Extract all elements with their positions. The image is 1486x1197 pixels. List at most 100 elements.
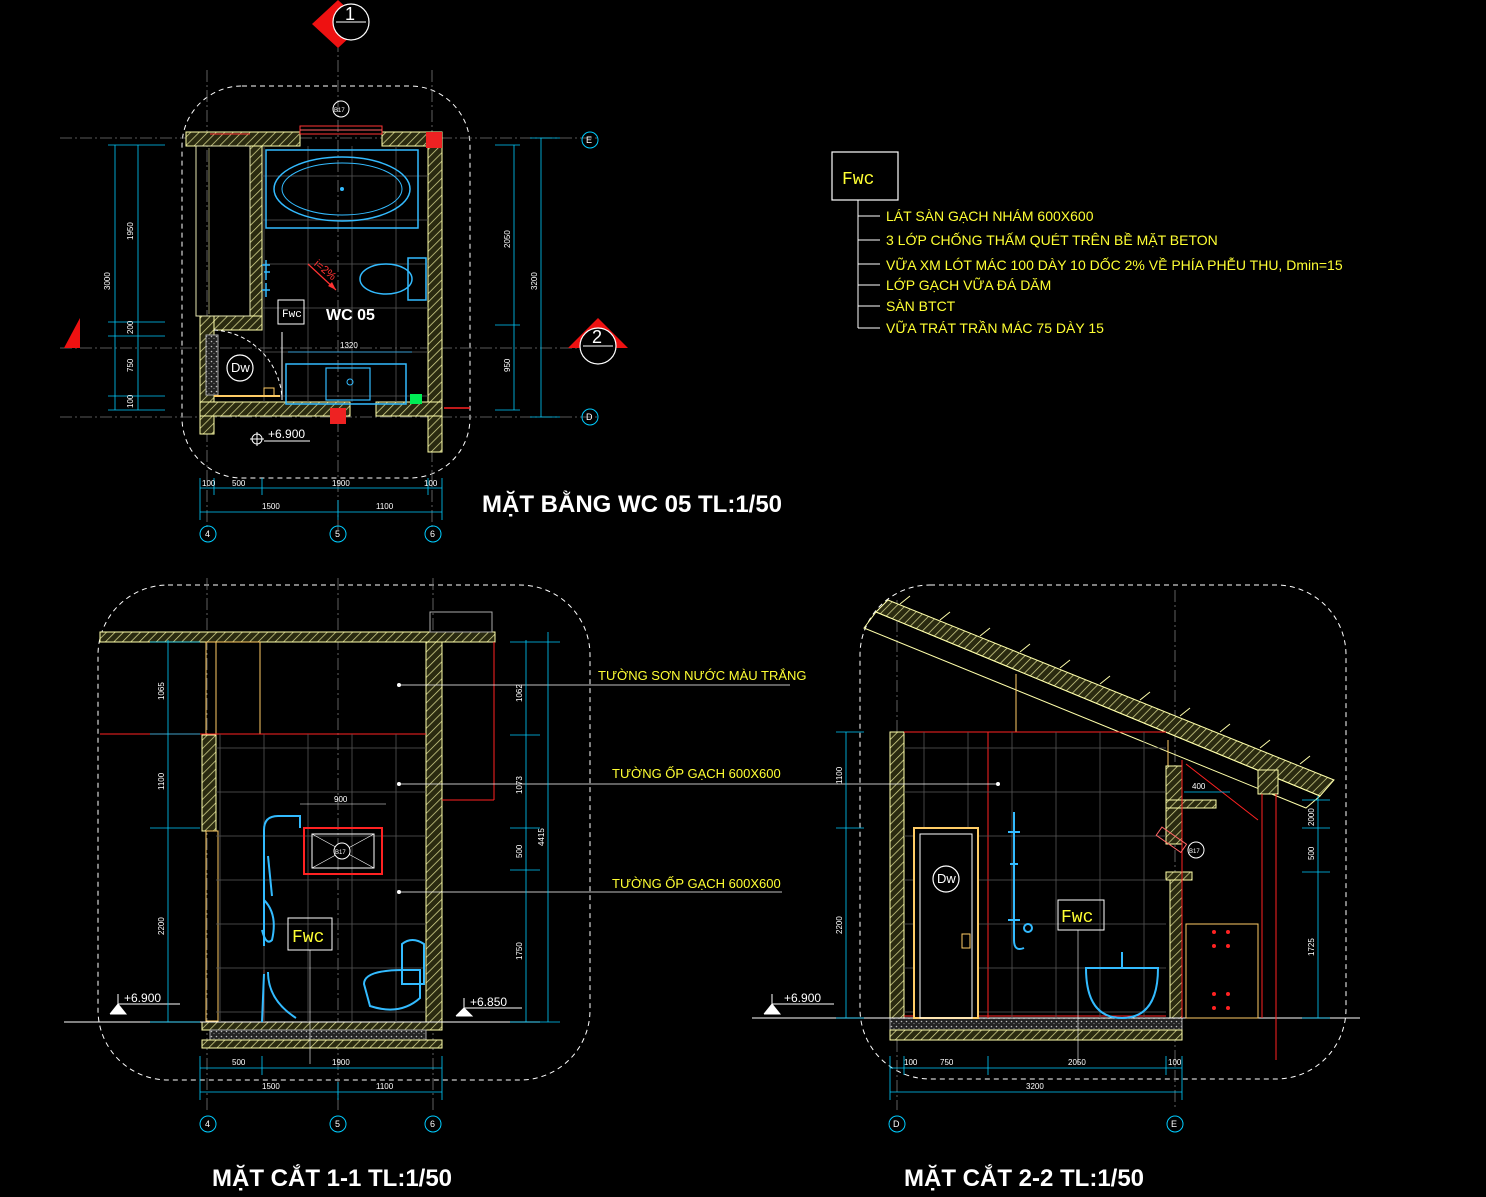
- section1-title: MẶT CẮT 1-1 TL:1/50: [212, 1164, 452, 1192]
- storage-cabinet: [195, 145, 251, 317]
- section1-dim-right-1: 1073: [515, 776, 524, 794]
- section1-detail-boundary: [97, 584, 591, 1081]
- plan-dim-bottom-f: 1100: [376, 502, 394, 511]
- legend-item-2: 3 LỚP CHỐNG THẤM QUÉT TRÊN BỀ MẶT BETON: [886, 231, 1218, 248]
- svg-text:D: D: [893, 1119, 900, 1129]
- plan-detail-boundary: [181, 85, 471, 479]
- plan-dim-left-2: 200: [126, 320, 135, 334]
- svg-text:+6.900: +6.900: [784, 991, 821, 1005]
- section1-dim-right-3: 1750: [515, 942, 524, 960]
- section1-dim-right-0: 1062: [515, 684, 524, 702]
- svg-text:D: D: [586, 412, 593, 422]
- plan-dim-right-1: 3200: [530, 272, 539, 290]
- shower-mixer: [262, 260, 270, 297]
- legend-item-1: LÁT SÀN GẠCH NHÁM 600X600: [886, 208, 1094, 224]
- svg-text:E: E: [1171, 1119, 1177, 1129]
- plan-grid-axis-6: 6: [424, 525, 442, 543]
- legend-tag-box: [831, 151, 899, 201]
- legend-item-4: LỚP GẠCH VỮA ĐÁ DĂM: [886, 277, 1051, 293]
- section2-dims-right: [1302, 796, 1330, 1019]
- plan-dim-bottom-c: 1900: [332, 479, 350, 488]
- section2-dims-left: [836, 731, 864, 1019]
- plan-walls: [185, 125, 470, 453]
- plan-dim-left-0: 1950: [126, 222, 135, 240]
- vanity-basin: 1320: [285, 341, 422, 405]
- plan-dims-right: [495, 137, 560, 418]
- door-swing: [213, 329, 283, 400]
- section1-dim-right-total: 4415: [537, 828, 546, 846]
- plan-dim-bottom-d: 100: [424, 479, 438, 488]
- legend-item-5: SÀN BTCT: [886, 298, 956, 314]
- section2-grid-row-D: D: [888, 1115, 906, 1133]
- section2-dim-bottom-c: 2050: [1068, 1058, 1086, 1067]
- section1-dim-bottom-a: 500: [232, 1058, 246, 1067]
- section2-door-tag: Dw: [937, 871, 956, 886]
- plan-dim-bottom-b: 500: [232, 479, 246, 488]
- svg-text:6: 6: [430, 529, 435, 539]
- plan-dim-bottom-a: 100: [202, 479, 216, 488]
- section2-shower: [1008, 812, 1033, 950]
- section2-grid-row-E: E: [1166, 1115, 1184, 1133]
- section2-dim-left-1: 2200: [835, 916, 844, 934]
- svg-text:4: 4: [205, 1119, 210, 1129]
- section1-grid-axis-6: 6: [424, 1115, 442, 1133]
- section2-water-heater: B17: [1155, 826, 1205, 859]
- section1-note-2: TƯỜNG ỐP GẠCH 600X600: [612, 766, 781, 781]
- section2-dims-bottom: [889, 1056, 1183, 1100]
- section2-level: +6.900: [763, 991, 834, 1015]
- plan-dim-left-3: 750: [126, 358, 135, 372]
- plan-grid-axis-4: 4: [199, 525, 217, 543]
- section2-basin: [1084, 952, 1160, 1020]
- section1-grid-axis-5: 5: [329, 1115, 347, 1133]
- plan-grid-row-D: D: [581, 408, 599, 426]
- section2-door: Dw: [913, 827, 979, 1019]
- section1-note-3: TƯỜNG ỐP GẠCH 600X600: [612, 876, 781, 891]
- plan-view: i=2% 1320 Dw Fwc WC 05 B17: [60, 0, 782, 543]
- section2-dim-shelf: 400: [1192, 782, 1206, 791]
- section1-level-right: +6.850: [455, 995, 522, 1017]
- section1-dim-right-2: 500: [515, 844, 524, 858]
- section-2-2-view: Dw Fwc B17: [752, 584, 1360, 1192]
- plan-grid-axis-5: 5: [329, 525, 347, 543]
- legend-item-3: VỮA XM LÓT MÁC 100 DÀY 10 DỐC 2% VỀ PHÍA…: [886, 256, 1343, 273]
- section1-note-1: TƯỜNG SƠN NƯỚC MÀU TRẮNG: [598, 668, 807, 683]
- section1-dims-bottom: [199, 1056, 443, 1100]
- plan-grid-row-E: E: [581, 131, 599, 149]
- section-mark-2-label: 2: [592, 327, 602, 347]
- heater-tag-circle: [332, 100, 350, 118]
- section2-floor-tag: Fwc: [1061, 908, 1093, 928]
- section-mark-1: 1: [312, 0, 370, 48]
- svg-text:5: 5: [335, 1119, 340, 1129]
- svg-text:5: 5: [335, 529, 340, 539]
- legend-tag: Fwc: [842, 170, 874, 190]
- plan-dim-left-1: 3000: [103, 272, 112, 290]
- section1-dim-left-0: 1065: [157, 682, 166, 700]
- toilet: [359, 257, 427, 301]
- legend-item-6: VỮA TRÁT TRẦN MÁC 75 DÀY 15: [886, 320, 1104, 336]
- section1-shower: [261, 815, 301, 946]
- basin-dim: 1320: [340, 341, 358, 350]
- section2-cabinet: [1185, 923, 1259, 1019]
- section1-grid-axis-4: 4: [199, 1115, 217, 1133]
- section2-heater-tag: B17: [1189, 849, 1200, 855]
- section1-level-left: +6.900: [109, 991, 180, 1015]
- section2-detail-boundary: [859, 584, 1347, 1080]
- plan-dim-bottom-e: 1500: [262, 502, 280, 511]
- section2-dim-bottom-a: 100: [904, 1058, 918, 1067]
- section2-dim-right-2: 1725: [1307, 938, 1316, 956]
- plan-dim-right-2: 950: [503, 358, 512, 372]
- svg-text:E: E: [586, 135, 592, 145]
- mirror-cabinet: B17 900: [300, 795, 386, 875]
- section1-dim-bottom-d: 1100: [376, 1082, 394, 1091]
- section2-dim-left-0: 1100: [835, 766, 844, 784]
- section2-dim-bottom-total: 3200: [1026, 1082, 1044, 1091]
- finish-legend: Fwc LÁT SÀN GẠCH NHÁM 600X600 3 LỚP CHỐN…: [831, 151, 1343, 336]
- heater-tag: B17: [334, 108, 345, 114]
- svg-text:+6.900: +6.900: [124, 991, 161, 1005]
- section1-dim-left-2: 2200: [157, 917, 166, 935]
- section1-dim-bottom-c: 1500: [262, 1082, 280, 1091]
- floor-tag-box: [277, 299, 305, 325]
- floor-tag: Fwc: [282, 309, 302, 321]
- section2-floor-tag-box: [1057, 899, 1105, 931]
